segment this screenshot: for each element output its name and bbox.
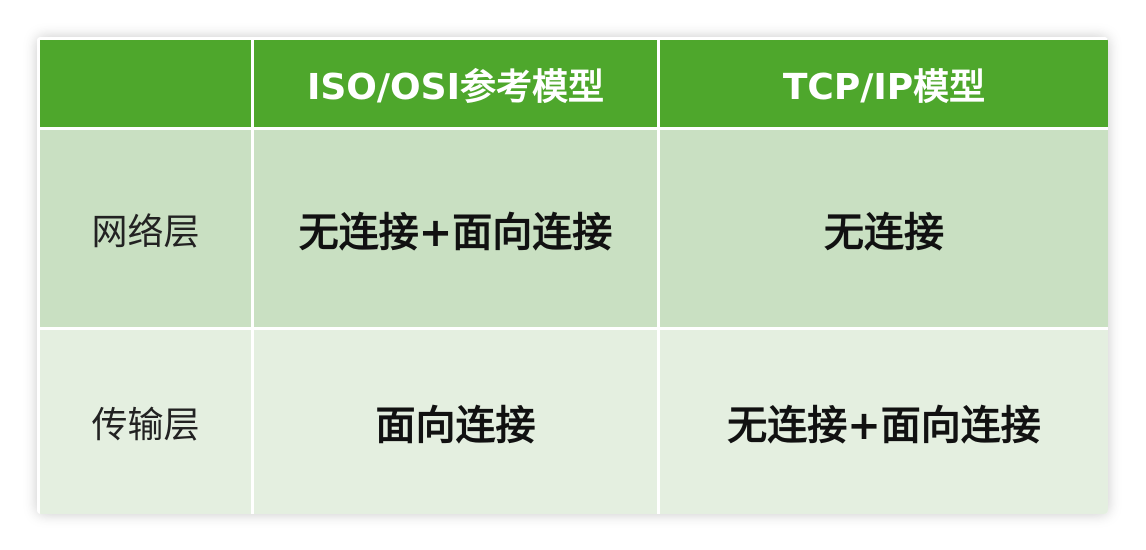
comparison-table: ISO/OSI参考模型 TCP/IP模型 网络层 无连接+面向连接 无连接 传输… — [37, 37, 1108, 514]
header-osi-model: ISO/OSI参考模型 — [251, 37, 660, 130]
row-label-network-layer: 网络层 — [37, 127, 254, 330]
header-tcpip-model: TCP/IP模型 — [657, 37, 1108, 130]
row-label-transport-layer: 传输层 — [37, 327, 254, 514]
comparison-table-card: ISO/OSI参考模型 TCP/IP模型 网络层 无连接+面向连接 无连接 传输… — [37, 37, 1108, 514]
table-row: 传输层 面向连接 无连接+面向连接 — [37, 327, 1108, 514]
table-row: 网络层 无连接+面向连接 无连接 — [37, 127, 1108, 330]
cell-network-tcpip: 无连接 — [657, 127, 1108, 330]
header-corner-cell — [37, 37, 254, 130]
table-header-row: ISO/OSI参考模型 TCP/IP模型 — [37, 37, 1108, 130]
cell-transport-osi: 面向连接 — [251, 327, 660, 514]
cell-network-osi: 无连接+面向连接 — [251, 127, 660, 330]
cell-transport-tcpip: 无连接+面向连接 — [657, 327, 1108, 514]
